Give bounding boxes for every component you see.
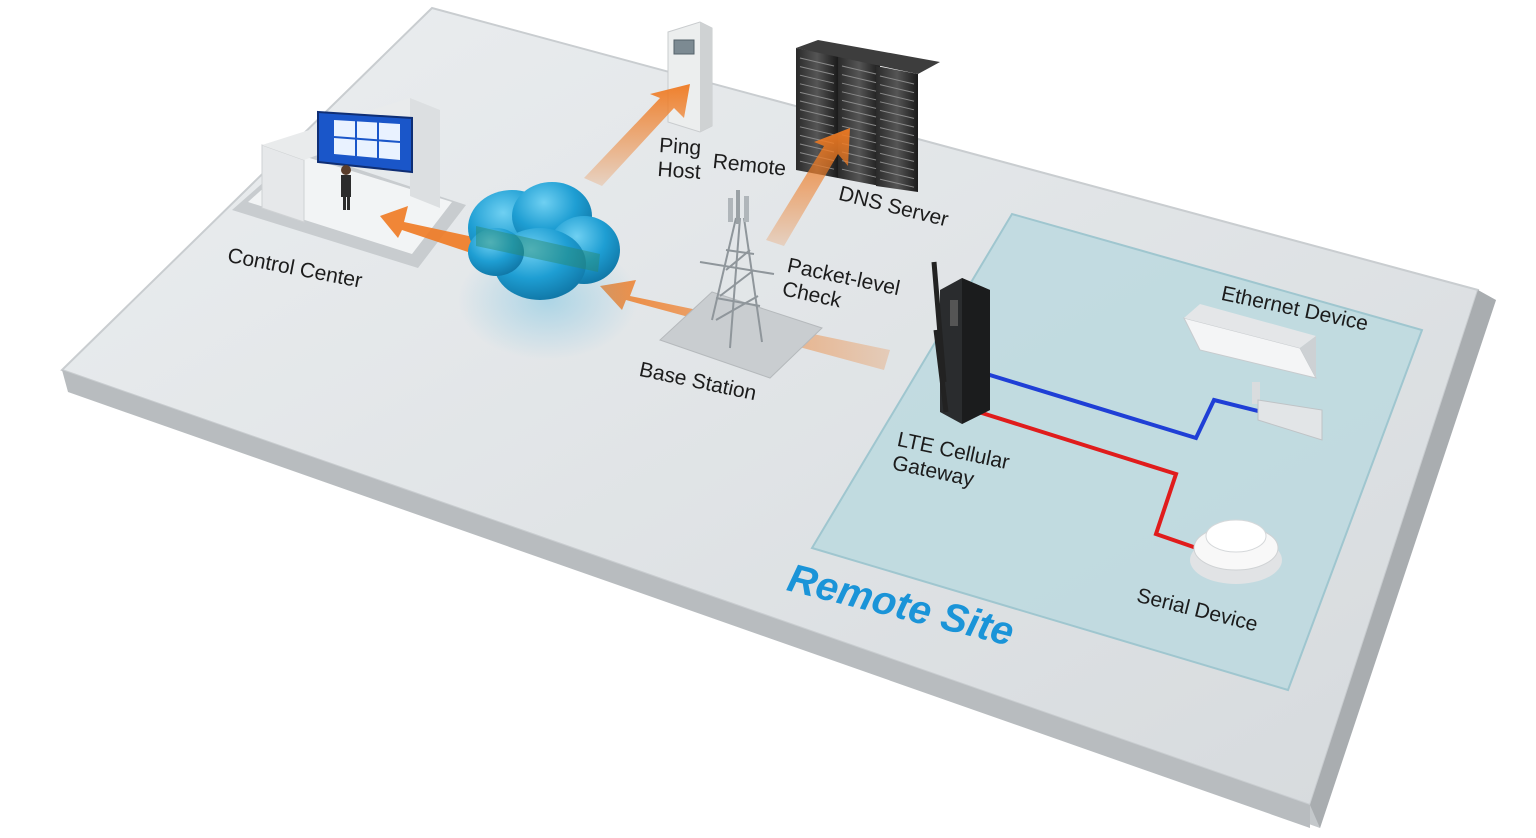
rack-slot bbox=[879, 127, 915, 137]
rack-slot bbox=[841, 168, 877, 178]
rack-slot bbox=[879, 75, 915, 85]
rack-slot bbox=[799, 57, 835, 67]
rack-slot bbox=[841, 91, 877, 101]
video-wall-icon bbox=[317, 110, 413, 174]
rack-slot bbox=[879, 161, 915, 171]
rack-slot bbox=[879, 84, 915, 94]
rack-slot bbox=[879, 135, 915, 145]
rack-slot bbox=[799, 126, 835, 136]
rack-slot bbox=[799, 100, 835, 110]
rack-slot bbox=[879, 170, 915, 180]
rack-slot bbox=[799, 91, 835, 101]
ethernet-camera-icon bbox=[1183, 304, 1323, 441]
rack-slot bbox=[841, 117, 877, 127]
cloud-icon bbox=[458, 182, 638, 360]
lte-gateway-router-icon bbox=[931, 261, 990, 424]
rack-slot bbox=[841, 99, 877, 109]
rack-slot bbox=[799, 109, 835, 119]
rack-slot bbox=[879, 92, 915, 102]
rack-slot bbox=[879, 178, 915, 188]
rack-slot bbox=[841, 125, 877, 135]
rack-slot bbox=[799, 74, 835, 84]
rack-slot bbox=[879, 118, 915, 128]
rack-slot bbox=[841, 108, 877, 118]
rack-slot bbox=[879, 101, 915, 111]
rack-slot bbox=[799, 117, 835, 127]
ping-host-label: Ping Host bbox=[656, 134, 702, 184]
serial-smoke-detector-icon bbox=[1190, 519, 1282, 584]
dns-server-racks-icon bbox=[796, 40, 940, 192]
rack-slot bbox=[841, 74, 877, 84]
rack-slot bbox=[799, 83, 835, 93]
rack-slot bbox=[841, 65, 877, 75]
rack-slot bbox=[879, 144, 915, 154]
rack-slot bbox=[799, 66, 835, 76]
rack-slot bbox=[879, 152, 915, 162]
cell-tower-icon bbox=[659, 190, 823, 379]
operator-icon bbox=[341, 165, 351, 210]
rack-slot bbox=[841, 82, 877, 92]
serial-cable bbox=[965, 406, 1209, 554]
rack-slot bbox=[879, 109, 915, 119]
ping-host-kiosk-icon bbox=[667, 21, 713, 133]
